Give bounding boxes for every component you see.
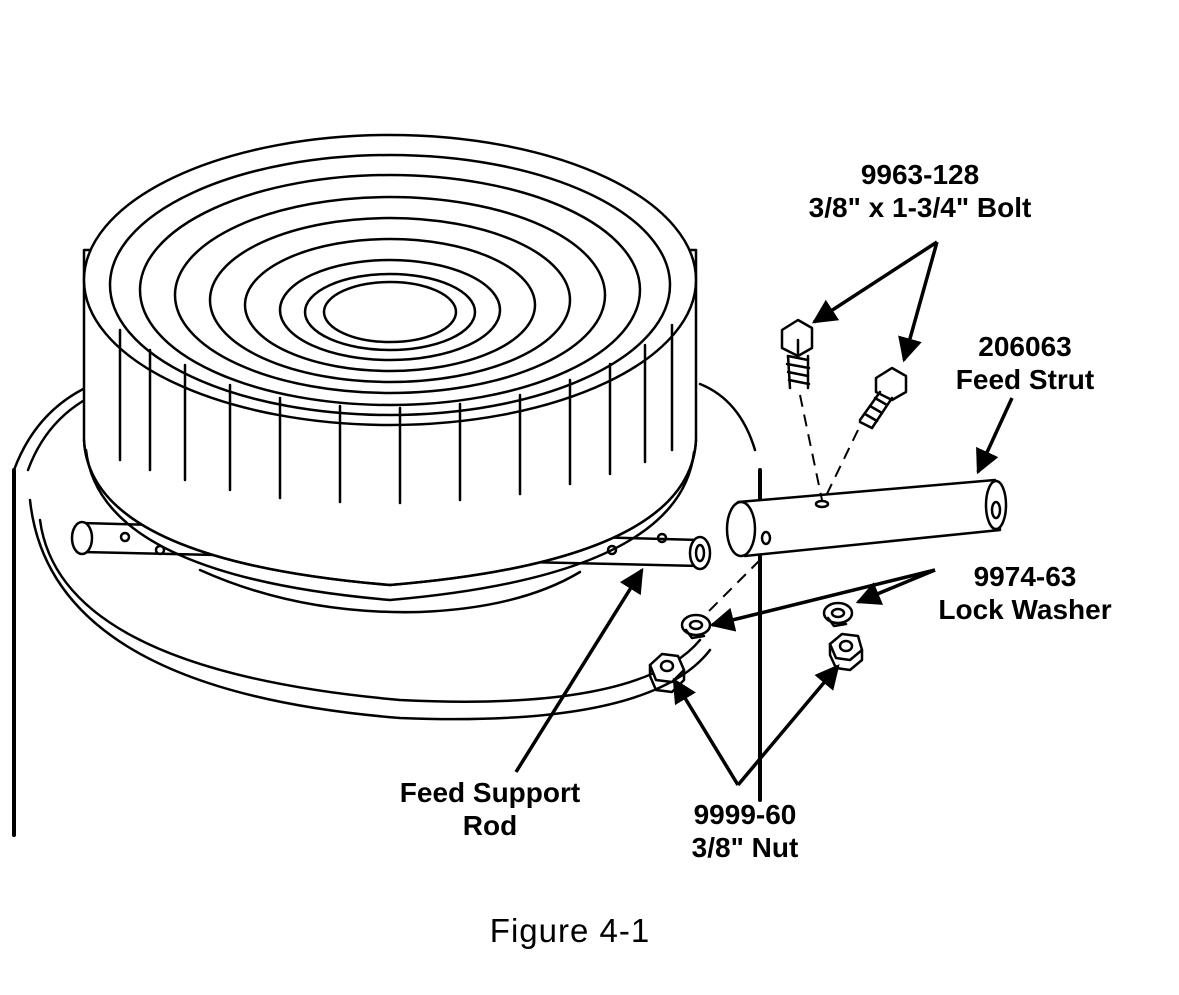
feeder-pan — [82, 133, 698, 614]
strut-description: Feed Strut — [955, 364, 1095, 395]
nut-description: 3/8" Nut — [691, 832, 799, 863]
alignment-line-angled — [823, 429, 859, 501]
washer-part-number: 9974-63 — [973, 561, 1077, 592]
strut-callout: 206063 Feed Strut — [935, 330, 1115, 396]
bolt-description: 3/8" x 1-3/4" Bolt — [808, 192, 1032, 223]
nut-part-number: 9999-60 — [693, 799, 797, 830]
rod-label-line-1: Feed Support — [399, 777, 581, 808]
bolt-callout: 9963-128 3/8" x 1-3/4" Bolt — [775, 158, 1065, 224]
leader-arrows — [514, 240, 1014, 787]
feed-strut — [725, 478, 1008, 558]
nut-callout: 9999-60 3/8" Nut — [660, 798, 830, 864]
outer-rim-ring — [28, 498, 712, 721]
figure-caption: Figure 4-1 — [489, 912, 651, 949]
nut-right — [828, 632, 864, 672]
pan-ridges — [118, 323, 674, 505]
bolt-part-number: 9963-128 — [860, 159, 980, 190]
washer-callout: 9974-63 Lock Washer — [915, 560, 1135, 626]
lock-washer-right — [822, 601, 854, 628]
pan-concentric-rings — [108, 153, 672, 417]
washer-description: Lock Washer — [938, 594, 1112, 625]
bolt-angled — [858, 366, 908, 430]
rod-label-line-2: Rod — [462, 810, 518, 841]
strut-part-number: 206063 — [978, 331, 1072, 362]
lock-washer-left — [680, 613, 712, 640]
alignment-line-vertical — [799, 394, 823, 501]
bolt-vertical — [780, 318, 814, 390]
alignment-line-washer — [704, 559, 761, 616]
rod-callout: Feed Support Rod — [380, 776, 600, 842]
